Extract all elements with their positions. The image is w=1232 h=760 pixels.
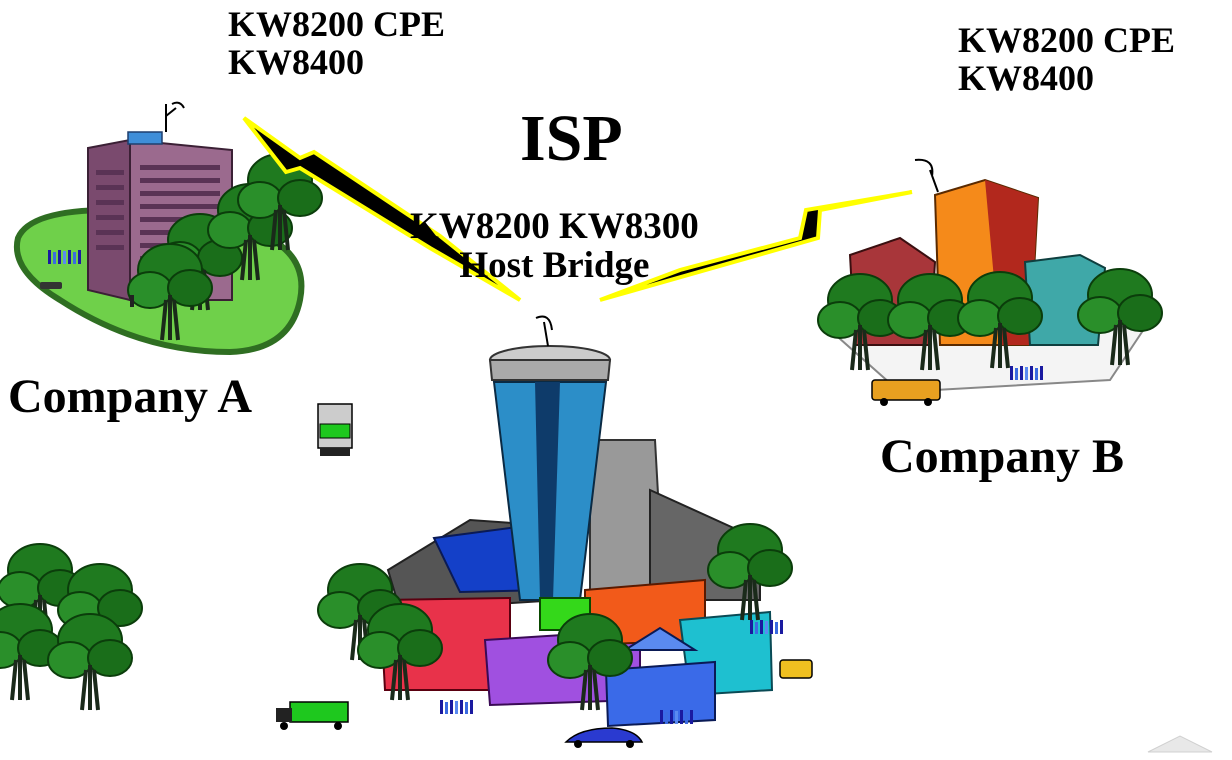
company-a-device-label: KW8200 CPE KW8400	[228, 4, 446, 82]
isp-title: ISP	[520, 102, 623, 175]
people-icon	[440, 700, 473, 714]
company-b-line1: KW8200 CPE	[958, 20, 1176, 60]
company-b-site	[816, 158, 1164, 406]
company-b-name: Company B	[880, 430, 1125, 483]
host-line2: Host Bridge	[459, 244, 650, 286]
antenna-icon	[914, 158, 939, 193]
tree-icon	[706, 522, 794, 622]
company-b-device-label: KW8200 CPE KW8400	[958, 20, 1176, 98]
car-icon	[564, 727, 644, 748]
corner-decoration	[1147, 735, 1213, 753]
company-a-line1: KW8200 CPE	[228, 4, 446, 44]
company-a-name: Company A	[8, 370, 253, 423]
bus-icon	[871, 379, 941, 406]
tree-icon	[46, 612, 134, 712]
wireless-link-a	[242, 116, 522, 302]
central-tower	[488, 345, 612, 601]
city-cluster-icon	[276, 315, 813, 748]
company-a-site	[13, 101, 324, 356]
taxi-icon	[779, 659, 813, 679]
host-line1: KW8200 KW8300	[410, 206, 699, 247]
antenna-icon	[535, 315, 553, 347]
tree-group	[0, 542, 144, 712]
company-a-line2: KW8400	[228, 41, 365, 82]
wireless-link-b	[599, 190, 913, 302]
host-bridge-label: KW8200 KW8300 Host Bridge	[410, 206, 699, 286]
truck-icon	[276, 701, 349, 730]
antenna-icon	[165, 101, 185, 132]
company-b-line2: KW8400	[958, 57, 1095, 98]
truck-icon	[317, 403, 353, 456]
car-icon	[40, 282, 62, 289]
